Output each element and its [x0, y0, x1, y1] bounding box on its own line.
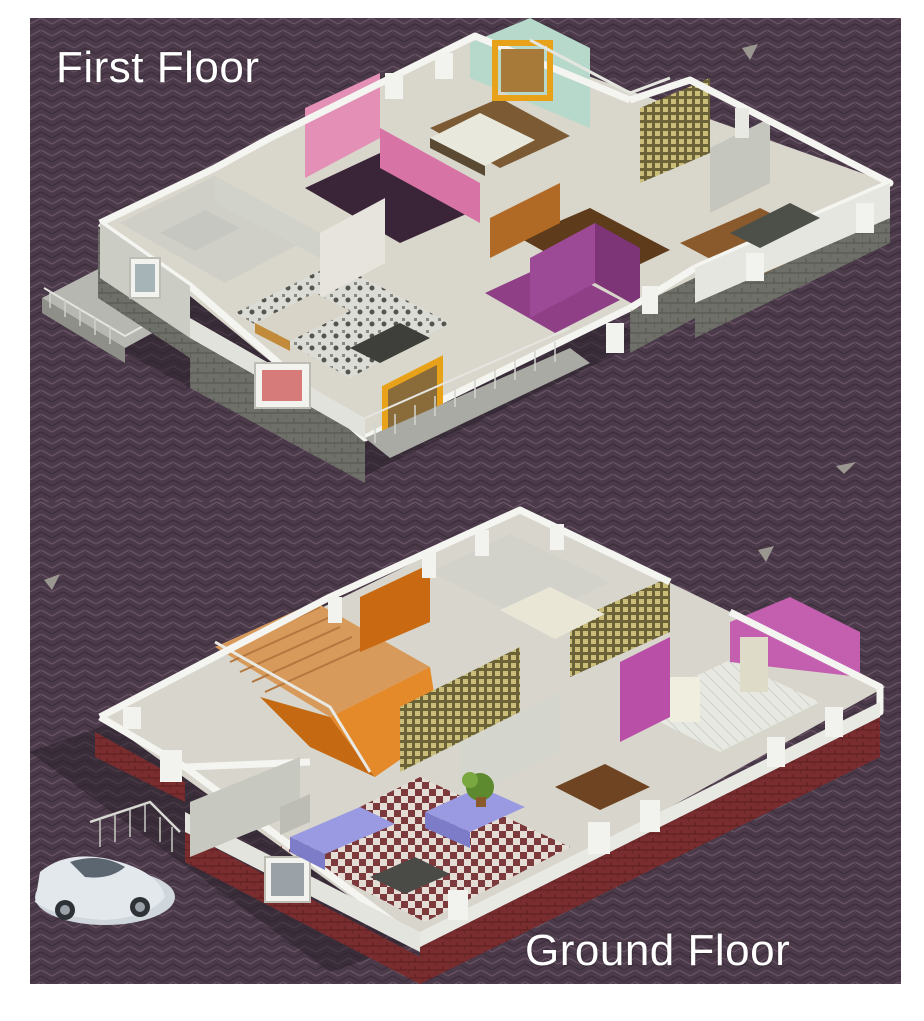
armchair — [280, 794, 310, 835]
kitchen-floor — [630, 660, 820, 752]
sofa-right — [425, 787, 525, 832]
parked-car — [35, 856, 175, 925]
ground-floor-title: Ground Floor — [525, 926, 791, 975]
ground-floor-render — [30, 502, 901, 984]
coffee-table — [370, 857, 450, 894]
dining-table — [555, 764, 650, 810]
ground-floor-furniture — [280, 637, 768, 894]
first-floor-3d-model — [30, 18, 901, 502]
first-floor-windows — [129, 53, 874, 409]
bed — [430, 113, 535, 166]
orange-room-wall — [360, 564, 430, 652]
east-brick-base — [420, 717, 880, 984]
desk — [730, 203, 820, 248]
first-floor-title: First Floor — [56, 43, 260, 92]
couch — [160, 210, 240, 251]
lattice-screen-wall — [640, 78, 710, 183]
first-floor-render — [30, 18, 901, 502]
south-brick-base — [185, 832, 420, 984]
coffee-table — [350, 323, 430, 363]
sofa — [255, 293, 350, 341]
pink-wall — [305, 73, 380, 178]
potted-plant — [462, 772, 494, 807]
sofa-left — [290, 807, 395, 854]
lattice-partition — [400, 647, 520, 772]
entrance-railing — [89, 800, 181, 833]
south-stone-wall — [190, 338, 365, 483]
kitchen-cabinet — [670, 677, 700, 722]
ground-floor-windows — [123, 524, 843, 920]
bed — [500, 587, 605, 639]
kitchen-purple-wall — [620, 637, 670, 742]
first-floor-furniture — [160, 113, 820, 363]
fridge — [740, 637, 768, 692]
front-balcony-railing — [364, 327, 590, 458]
ground-floor-3d-model — [30, 502, 901, 984]
pink-room-floor — [305, 153, 480, 243]
purple-bath-wall — [530, 223, 595, 318]
